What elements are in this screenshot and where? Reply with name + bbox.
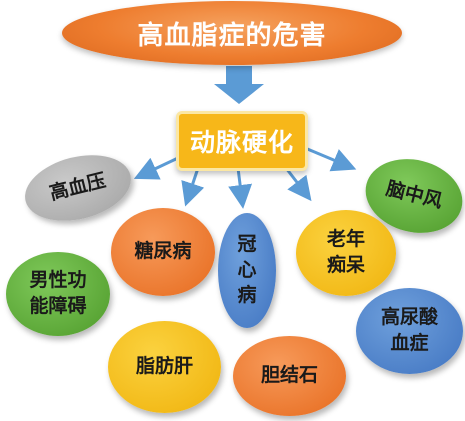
node-dementia-label: 老年 痴呆	[326, 228, 365, 276]
title-text: 高血脂症的危害	[137, 20, 327, 51]
node-gout-label: 高尿酸 血症	[380, 306, 438, 354]
node-diabetes-label: 糖尿病	[134, 240, 192, 263]
node-hypertension-label: 高血压	[47, 169, 109, 205]
arrow-to-coronary	[228, 167, 253, 209]
node-coronary-label: 冠 心 病	[237, 233, 257, 307]
core-box: 动脉硬化	[176, 111, 308, 171]
arrow-to-hypertension	[133, 156, 179, 180]
node-gallstone-label: 胆结石	[260, 364, 318, 387]
node-dementia: 老年 痴呆	[296, 210, 396, 296]
down-arrow	[214, 66, 264, 104]
node-gout: 高尿酸 血症	[356, 288, 463, 374]
arrow-to-dementia	[284, 167, 312, 202]
node-sexual-label: 男性功 能障碍	[29, 269, 87, 317]
node-sexual: 男性功 能障碍	[6, 252, 110, 336]
node-stroke-label: 脑中风	[383, 177, 445, 213]
core-text: 动脉硬化	[189, 128, 294, 157]
title-oval: 高血脂症的危害	[62, 1, 402, 65]
arrow-to-stroke	[304, 146, 357, 172]
node-coronary: 冠 心 病	[218, 213, 276, 328]
arrow-to-diabetes	[181, 167, 205, 207]
node-diabetes: 糖尿病	[111, 208, 215, 296]
node-fatty-liver-label: 脂肪肝	[135, 355, 193, 378]
node-gallstone: 胆结石	[233, 336, 346, 416]
node-fatty-liver: 脂肪肝	[108, 321, 221, 413]
